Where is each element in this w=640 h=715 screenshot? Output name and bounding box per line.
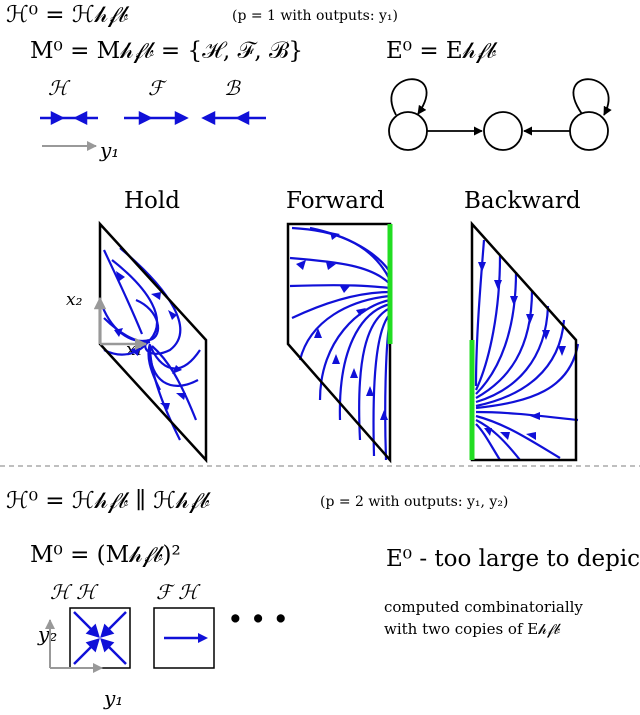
self-loop-b [390, 78, 428, 116]
pair-label-hh: ℋ ℋ [50, 580, 96, 604]
ellipsis: • • • [228, 606, 289, 633]
top-system-equation: ℋ⁰ = ℋ𝒽𝒻𝒷 [6, 2, 128, 28]
top-axis-label-y1: y₁ [100, 138, 120, 162]
axis-label-x2: x₂ [66, 290, 83, 310]
mode-glyph-backward [201, 110, 266, 126]
top-modes-equation: M⁰ = M𝒽𝒻𝒷 = {ℋ, ℱ, ℬ} [30, 38, 304, 64]
pair-glyph-hh [69, 607, 131, 669]
bottom-axis-label-y1: y₁ [104, 686, 124, 710]
transition-graph [388, 78, 612, 151]
pair-glyph-fh [153, 607, 215, 669]
phase-portrait-forward [286, 222, 393, 464]
mode-label-forward: ℱ [148, 76, 164, 100]
mode-label-hold: ℋ [48, 76, 68, 100]
panel-title-forward: Forward [286, 188, 385, 214]
self-loop-f [572, 78, 612, 116]
graph-node-h [483, 111, 523, 151]
mode-label-backward: ℬ [224, 76, 240, 100]
mode-glyph-hold [40, 110, 98, 126]
bottom-graph-note: E⁰ - too large to depict [386, 546, 640, 572]
computed-line-2: with two copies of E𝒽𝒻𝒷 [384, 620, 560, 638]
graph-node-b [388, 111, 428, 151]
graph-node-f [569, 111, 609, 151]
bottom-system-equation: ℋ⁰ = ℋ𝒽𝒻𝒷 ∥ ℋ𝒽𝒻𝒷 [6, 488, 210, 514]
phase-portrait-hold [93, 220, 208, 464]
bottom-modes-equation: M⁰ = (M𝒽𝒻𝒷)² [30, 542, 181, 568]
pair-label-fh: ℱ ℋ [156, 580, 198, 604]
bottom-system-note: (p = 2 with outputs: y₁, y₂) [320, 494, 509, 510]
computed-line-1: computed combinatorially [384, 598, 583, 616]
panel-title-hold: Hold [124, 188, 180, 214]
top-system-note: (p = 1 with outputs: y₁) [232, 8, 398, 24]
top-graph-equation: E⁰ = E𝒽𝒻𝒷 [386, 38, 497, 64]
panel-title-backward: Backward [464, 188, 581, 214]
bottom-axes [45, 619, 103, 673]
mode-glyph-forward [124, 110, 189, 126]
phase-portrait-backward [469, 220, 580, 462]
